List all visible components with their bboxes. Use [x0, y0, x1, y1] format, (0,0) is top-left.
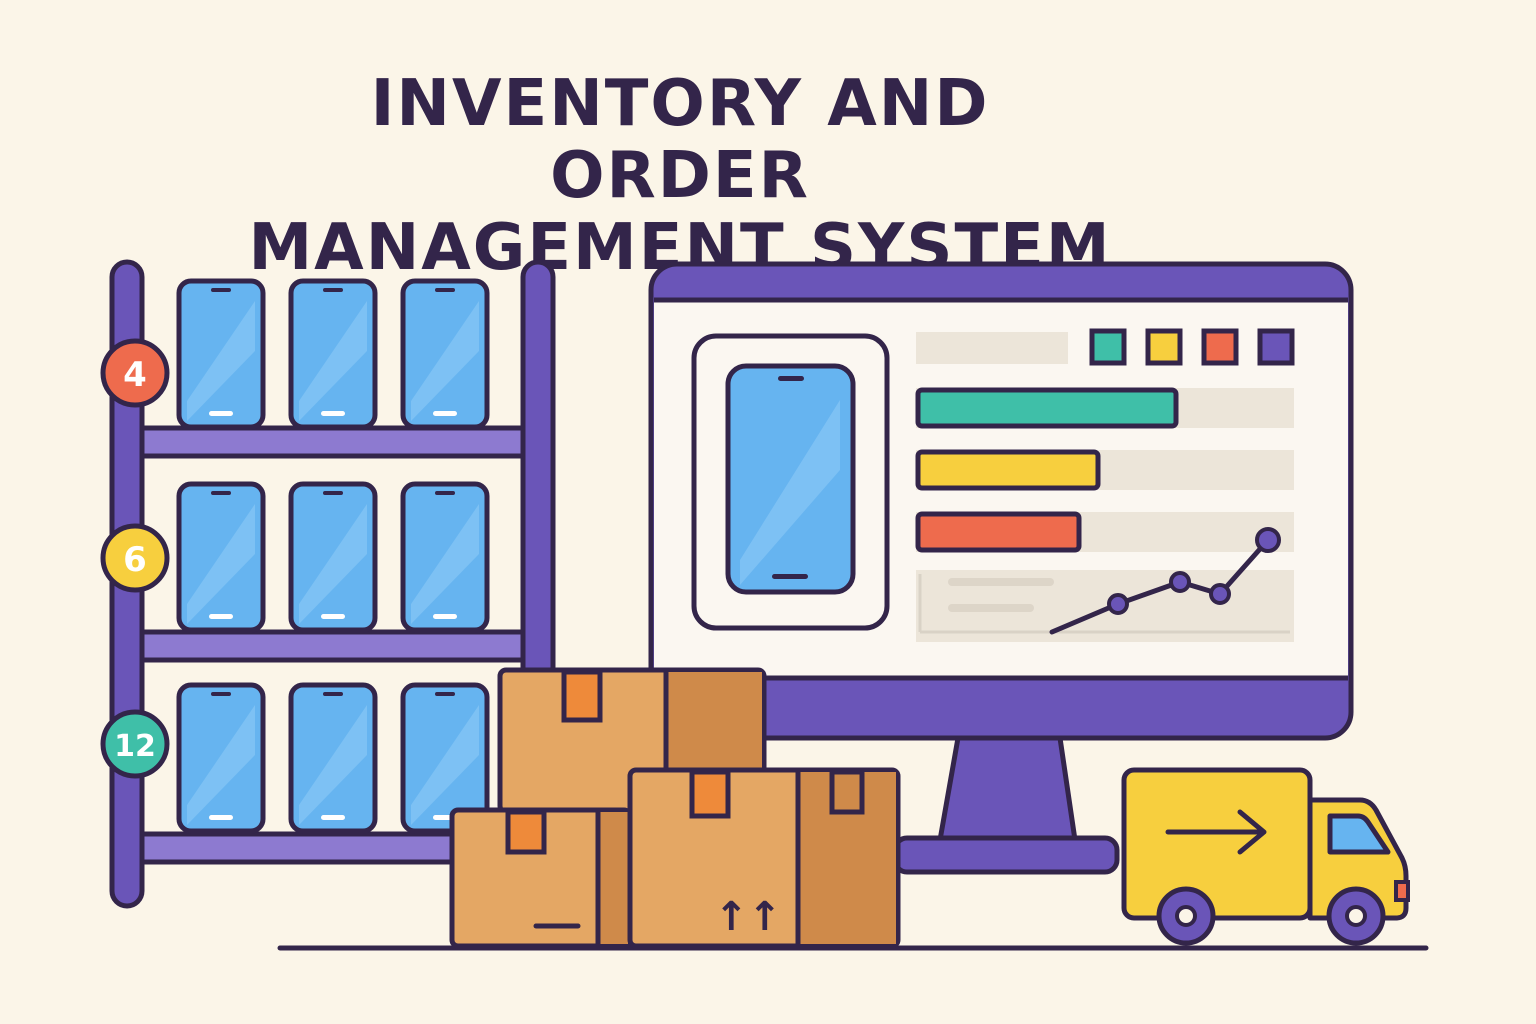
- cardboard-boxes: ↑↑: [449, 667, 901, 949]
- legend-swatch: [1089, 328, 1127, 366]
- phone-item: [179, 281, 263, 427]
- phone-item: [291, 484, 375, 630]
- svg-text:6: 6: [123, 540, 147, 580]
- trend-point: [1169, 571, 1191, 593]
- shelf-board-top: [139, 425, 526, 459]
- progress-fill: [915, 511, 1082, 553]
- truck-cargo: [1121, 767, 1313, 921]
- shelf-unit: 4 6 12: [100, 259, 556, 909]
- progress-fill: [915, 449, 1101, 491]
- stock-count-badge-2: 6: [100, 523, 170, 593]
- box: [449, 807, 633, 949]
- truck-window: [1327, 813, 1391, 855]
- legend-swatch: [1201, 328, 1239, 366]
- svg-text:4: 4: [123, 355, 147, 395]
- dashboard-header-placeholder: [916, 332, 1068, 364]
- trend-line: [1049, 527, 1281, 635]
- phone-item: [403, 281, 487, 427]
- svg-text:12: 12: [114, 729, 156, 764]
- shelf-board-middle: [139, 629, 526, 663]
- trend-point: [1255, 527, 1281, 553]
- monitor-stand-neck: [937, 735, 1078, 843]
- stock-count-badge-3: 12: [100, 709, 170, 779]
- delivery-truck: [1121, 767, 1410, 946]
- monitor-stand-base: [892, 835, 1120, 875]
- phone-item: [179, 484, 263, 630]
- phone-item: [291, 685, 375, 831]
- trend-point: [1209, 583, 1231, 605]
- arrow-right-icon: [1165, 809, 1267, 855]
- product-phone-image: [725, 363, 856, 595]
- monitor: [648, 261, 1354, 875]
- title-line-1: INVENTORY AND ORDER: [370, 67, 990, 213]
- box: ↑↑: [627, 767, 901, 949]
- legend-swatch: [1145, 328, 1183, 366]
- truck-wheel: [1326, 886, 1386, 946]
- truck-wheel: [1156, 886, 1216, 946]
- phone-item: [179, 685, 263, 831]
- legend-swatch: [1257, 328, 1295, 366]
- progress-fill: [915, 387, 1179, 429]
- phone-item: [291, 281, 375, 427]
- phone-item: [403, 484, 487, 630]
- trend-point: [1107, 593, 1129, 615]
- shelf-post-right: [520, 259, 556, 685]
- fragile-arrows-icon: ↑↑: [714, 894, 781, 940]
- stock-count-badge-1: 4: [100, 338, 170, 408]
